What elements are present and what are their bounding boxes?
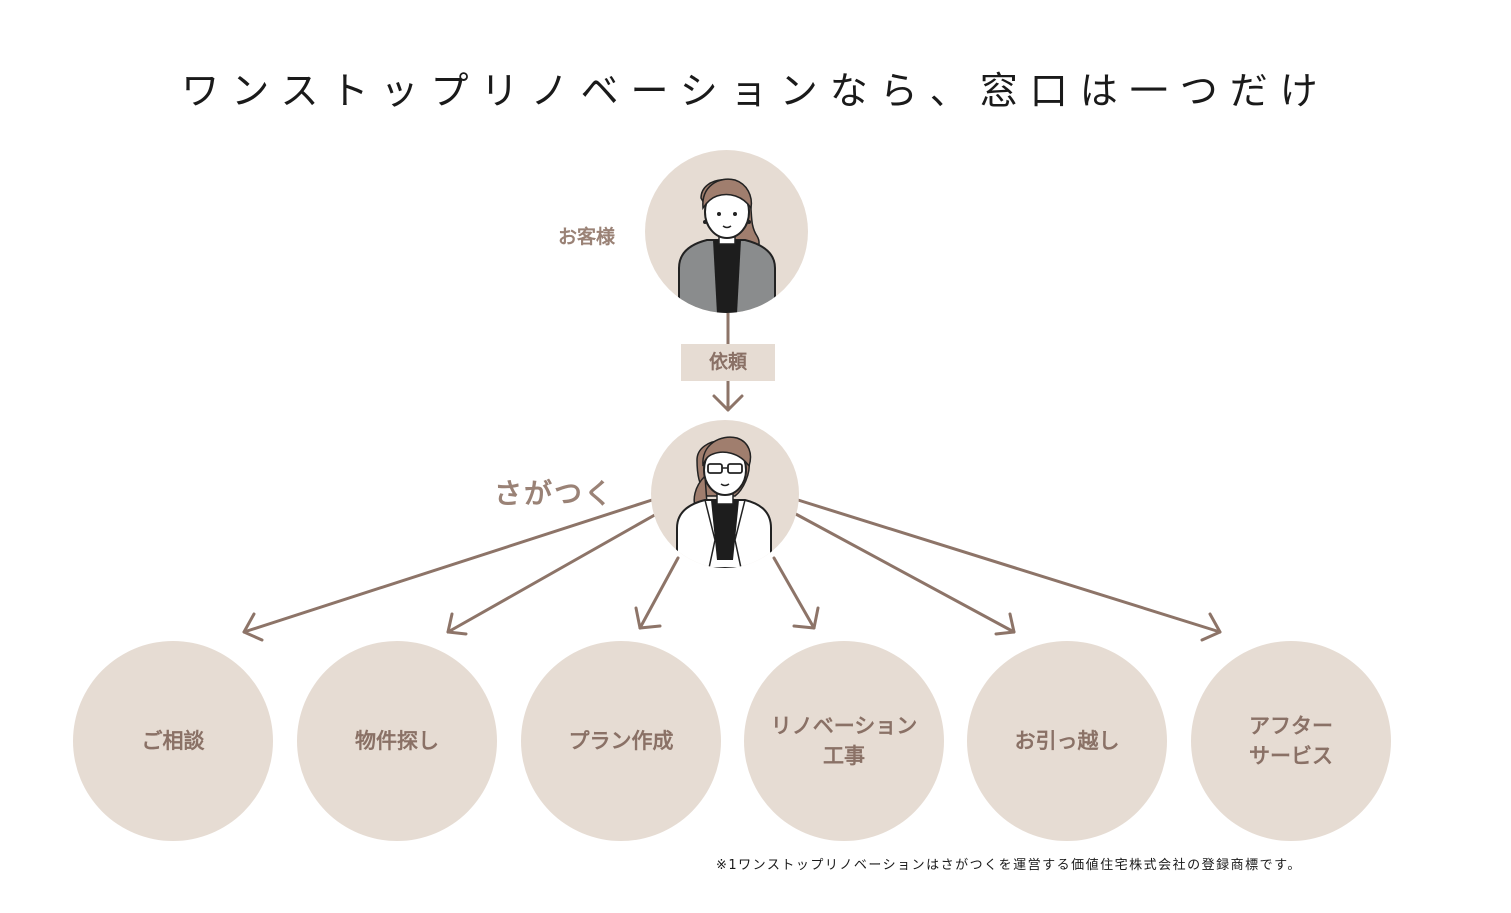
service-moving: お引っ越し <box>967 641 1167 841</box>
arrowhead-moving <box>994 612 1016 636</box>
arrow-to-consult <box>242 498 654 634</box>
arrowhead-after-service <box>1200 612 1222 642</box>
service-after-service: アフター サービス <box>1191 641 1391 841</box>
service-label: アフター サービス <box>1249 714 1333 768</box>
request-badge: 依頼 <box>681 344 775 381</box>
service-property-search: 物件探し <box>297 641 497 841</box>
service-renovation-work: リノベーション 工事 <box>744 641 944 841</box>
service-plan-creation: プラン作成 <box>521 641 721 841</box>
staff-person-icon <box>676 436 772 568</box>
customer-label: お客様 <box>558 226 616 248</box>
arrow-to-construction <box>772 556 816 630</box>
service-label: お引っ越し <box>1014 729 1120 753</box>
service-label: ご相談 <box>141 729 205 753</box>
company-label: さがつく <box>494 477 615 510</box>
arrow-to-property <box>446 510 662 634</box>
page-title: ワンストップリノベーションなら、窓口は一つだけ <box>181 69 1330 113</box>
arrowhead-plan <box>634 606 662 630</box>
arrow-to-plan <box>638 556 680 630</box>
service-label: リノベーション 工事 <box>770 714 918 768</box>
arrowhead-construction <box>792 606 820 630</box>
service-label: プラン作成 <box>568 729 674 753</box>
trademark-footnote: ※1ワンストップリノベーションはさがつくを運営する価値住宅株式会社の登録商標です… <box>716 858 1302 873</box>
arrow-to-moving <box>790 510 1016 634</box>
customer-avatar <box>645 150 808 313</box>
request-arrowhead <box>712 394 744 412</box>
arrow-to-after-service <box>796 498 1222 634</box>
service-label: 物件探し <box>355 729 439 753</box>
company-staff-avatar <box>651 420 799 568</box>
customer-person-icon <box>678 178 776 313</box>
arrowhead-property <box>446 612 468 636</box>
arrowhead-consult <box>242 612 264 642</box>
service-consultation: ご相談 <box>73 641 273 841</box>
